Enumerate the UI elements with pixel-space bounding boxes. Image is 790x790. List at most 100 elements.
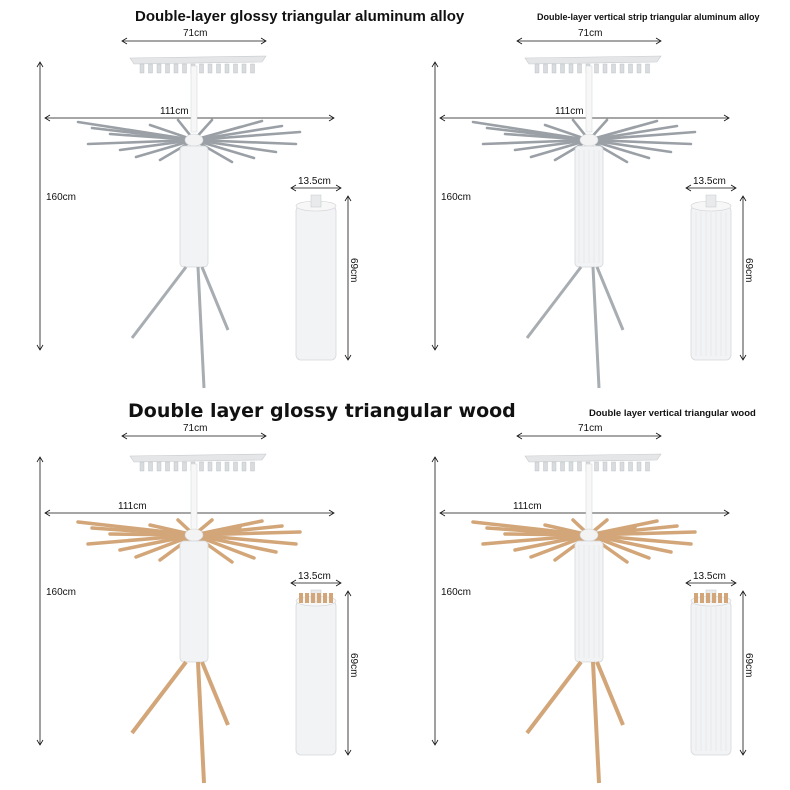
mid-width-arrow [44, 114, 335, 122]
folded-height-arrow [739, 590, 747, 756]
drying-arm [192, 533, 298, 546]
drying-arm [192, 138, 298, 146]
center-pole [585, 463, 593, 531]
folded-height-arrow [344, 590, 352, 756]
clothes-clip [199, 461, 204, 472]
drying-arm [192, 138, 278, 154]
drying-rack-illustration [431, 37, 747, 389]
center-pole [190, 65, 198, 133]
height-label: 160cm [46, 587, 77, 598]
clothes-clip [602, 461, 608, 472]
folded-unit [295, 589, 337, 756]
clothes-clip [241, 461, 247, 472]
folded-width-label: 13.5cm [693, 571, 726, 582]
top-width-label: 71cm [183, 423, 208, 434]
height-label: 160cm [46, 192, 77, 203]
clothes-clip [645, 63, 650, 74]
product-panel-wood-vertical: Double layer vertical triangular wood 71… [395, 395, 790, 790]
clothes-clip [199, 63, 204, 74]
panel-title: Double-layer vertical strip triangular a… [537, 12, 760, 22]
drying-arm [587, 124, 679, 142]
drying-arms [471, 118, 697, 164]
clothes-clip [224, 461, 230, 472]
leg [196, 266, 206, 389]
clothes-clip [250, 63, 255, 74]
mid-width-arrow [439, 509, 730, 517]
top-clip-ring [524, 55, 662, 133]
folded-width-label: 13.5cm [298, 571, 331, 582]
leg [591, 266, 601, 389]
center-pole [190, 463, 198, 531]
panel-title: Double layer glossy triangular wood [128, 400, 516, 422]
clothes-clip [628, 63, 633, 74]
folded-arm-end [305, 593, 309, 603]
drying-arm [86, 533, 196, 546]
drying-arm [108, 132, 196, 142]
clothes-clip [594, 63, 599, 74]
top-clip-ring [524, 453, 662, 531]
top-width-arrow [516, 37, 662, 45]
drying-arm [134, 138, 196, 159]
clothes-clip [551, 461, 557, 472]
hub [184, 528, 204, 542]
mid-width-label: 111cm [160, 106, 189, 117]
folded-height-label: 69cm [348, 258, 359, 283]
folded-height-label: 69cm [743, 653, 754, 678]
drying-arm [513, 138, 591, 152]
leg [196, 661, 206, 784]
drying-rack-illustration [36, 37, 352, 389]
height-label: 160cm [441, 192, 472, 203]
height-arrow [431, 456, 439, 746]
folded-arm-end [718, 593, 722, 603]
mid-width-label: 111cm [118, 501, 147, 512]
clothes-clip [173, 63, 179, 74]
product-panel-aluminum-vertical: Double-layer vertical strip triangular a… [395, 0, 790, 395]
panel-title: Double layer vertical triangular wood [589, 408, 756, 419]
drying-arm [513, 533, 591, 552]
clothes-clip [224, 63, 230, 74]
folded-arm-end [694, 593, 698, 603]
clothes-clip [207, 63, 213, 74]
folded-width-arrow [290, 184, 342, 192]
height-arrow [431, 61, 439, 351]
main-column [179, 145, 209, 268]
clothes-clip [148, 63, 153, 74]
folded-arm-end [706, 593, 710, 603]
folded-arm-end [700, 593, 704, 603]
drying-arms [76, 518, 302, 564]
drying-arm [529, 138, 591, 159]
drying-arm [192, 533, 278, 554]
top-width-label: 71cm [578, 423, 603, 434]
tripod-legs [525, 660, 625, 784]
top-width-arrow [121, 432, 267, 440]
mid-width-arrow [439, 114, 730, 122]
leg [200, 266, 230, 331]
clothes-clip [233, 461, 238, 472]
clothes-clip [577, 63, 582, 74]
folded-arm-end [724, 593, 728, 603]
hub [579, 133, 599, 147]
tripod-legs [130, 266, 230, 389]
height-arrow [36, 61, 44, 351]
clothes-clip [628, 461, 633, 472]
mid-width-label: 111cm [555, 106, 584, 117]
clothes-clip [560, 63, 565, 74]
hub [579, 528, 599, 542]
center-pole [585, 65, 593, 133]
panel-title: Double-layer glossy triangular aluminum … [135, 8, 465, 25]
folded-width-label: 13.5cm [693, 176, 726, 187]
top-width-arrow [121, 37, 267, 45]
leg [130, 660, 188, 735]
clothes-clip [543, 461, 548, 472]
tripod-legs [130, 660, 230, 784]
clothes-clip [139, 63, 145, 74]
folded-arm-end [317, 593, 321, 603]
folded-height-label: 69cm [743, 258, 754, 283]
leg [200, 661, 230, 726]
clothes-clip [619, 461, 625, 472]
folded-arm-end [299, 593, 303, 603]
drying-arm [587, 138, 673, 154]
top-clip-ring [129, 453, 267, 531]
folded-arm-end [329, 593, 333, 603]
clothes-clip [250, 461, 255, 472]
